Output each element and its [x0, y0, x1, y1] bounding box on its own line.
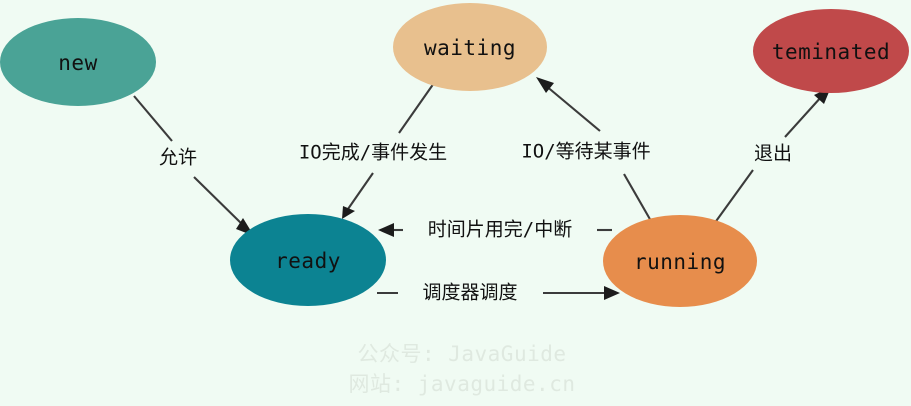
edge-running-to-ready [378, 223, 612, 237]
arrow-head-running-from-ready [604, 286, 620, 300]
edge-label-running-to-ready: 时间片用完/中断 [428, 219, 572, 241]
watermark-line-2: 网站: javaguide.cn [348, 372, 575, 396]
state-node-ready[interactable]: ready [230, 214, 386, 306]
state-node-new-shape[interactable] [0, 18, 156, 106]
state-node-ready-label: ready [275, 249, 341, 273]
arrow-head-ready-from-running [378, 223, 394, 237]
edge-line-waiting-to-ready-a [398, 82, 435, 134]
edge-label-running-to-teminated: 退出 [754, 143, 792, 165]
state-node-running-shape[interactable] [603, 215, 757, 307]
watermark-line-1: 公众号: JavaGuide [357, 342, 566, 366]
edge-line-running-to-teminated-b [784, 95, 823, 138]
watermark: 公众号: JavaGuide 网站: javaguide.cn [348, 342, 575, 396]
edge-label-waiting-to-ready: IO完成/事件发生 [299, 142, 447, 164]
state-node-waiting-label: waiting [424, 36, 516, 60]
arrow-head-ready-from-waiting [342, 206, 355, 219]
state-node-new[interactable]: new [0, 18, 156, 106]
edge-running-to-waiting [536, 77, 652, 222]
edge-line-new-to-ready-b [193, 176, 247, 229]
edge-label-running-to-waiting: IO/等待某事件 [521, 141, 650, 163]
state-node-waiting[interactable]: waiting [393, 3, 547, 91]
edge-label-ready-to-running: 调度器调度 [422, 282, 517, 304]
state-node-running[interactable]: running [603, 215, 757, 307]
state-node-waiting-shape[interactable] [393, 3, 547, 91]
edge-label-new-to-ready: 允许 [159, 147, 197, 169]
state-node-running-label: running [634, 250, 726, 274]
arrow-head-waiting-from-running [536, 77, 554, 93]
state-node-new-label: new [58, 51, 97, 75]
edge-ready-to-running [377, 286, 620, 300]
edge-line-waiting-to-ready-b [347, 172, 374, 210]
state-node-teminated-label: teminated [772, 40, 890, 64]
edge-waiting-to-ready [342, 82, 435, 219]
edge-line-running-to-waiting-b [544, 84, 601, 132]
state-node-ready-shape[interactable] [230, 214, 386, 306]
edge-line-running-to-teminated-a [713, 169, 754, 225]
state-node-teminated-shape[interactable] [753, 9, 909, 93]
edge-line-new-to-ready [133, 95, 173, 142]
state-node-teminated[interactable]: teminated [753, 9, 909, 93]
edge-line-running-to-waiting-a [623, 173, 652, 222]
